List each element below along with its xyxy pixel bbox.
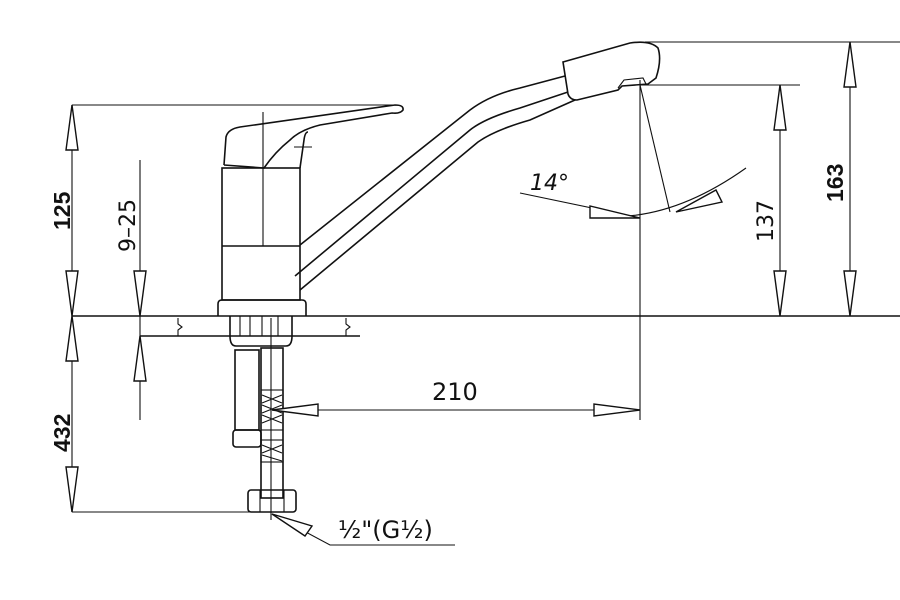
lever-handle (223, 104, 404, 169)
label-125: 125 (49, 191, 75, 230)
dimension-125 (65, 104, 395, 317)
dimension-163 (645, 41, 900, 317)
label-432: 432 (49, 414, 75, 452)
dimension-210 (271, 403, 641, 417)
label-14-degree: 14° (530, 171, 569, 196)
mounting-nut (229, 316, 293, 347)
dimension-432 (65, 315, 270, 513)
label-210: 210 (432, 378, 478, 406)
label-connection: ½"(G½) (338, 516, 433, 544)
label-137: 137 (754, 200, 779, 242)
label-163: 163 (822, 164, 848, 202)
connection-leader (271, 513, 455, 546)
supply-hose (247, 347, 297, 513)
dimension-9-25 (133, 160, 147, 420)
mounting-stud (232, 349, 262, 448)
dimension-14-degree (519, 84, 747, 219)
dimension-137 (640, 84, 800, 317)
faucet-body (217, 112, 307, 316)
spout (294, 41, 661, 291)
label-9-25: 9–25 (116, 199, 141, 252)
countertop (72, 315, 900, 337)
